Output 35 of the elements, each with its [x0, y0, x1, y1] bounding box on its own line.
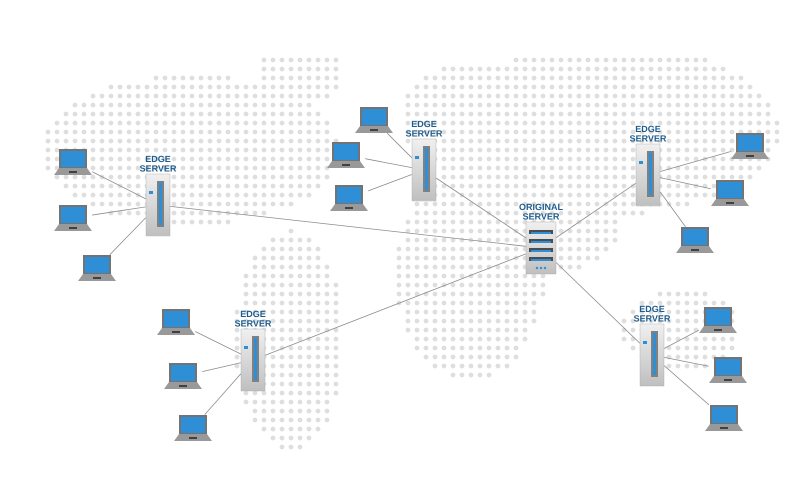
connector-line [660, 191, 686, 228]
laptop-icon [330, 185, 368, 211]
connector-line [660, 177, 712, 190]
connector-line [664, 330, 700, 349]
connector-line [92, 171, 146, 200]
laptop-icon [709, 357, 747, 383]
laptop-icon [711, 180, 749, 206]
laptop-icon [78, 255, 116, 281]
connector-line [194, 331, 242, 354]
connector-line [109, 217, 146, 256]
laptop-icon [705, 405, 743, 431]
connector-line [264, 253, 526, 356]
connector-line [92, 206, 146, 216]
laptop-icon [699, 307, 737, 333]
laptop-icon [174, 415, 212, 441]
laptop-icon [54, 149, 92, 175]
laptop-icon [731, 133, 769, 159]
connector-line [556, 262, 640, 344]
connector-line [202, 362, 242, 372]
connector-line [386, 132, 412, 158]
laptop-icon [157, 309, 195, 335]
laptop-icon [676, 227, 714, 253]
connector-line [204, 373, 242, 416]
connector-line [660, 151, 732, 172]
connector-line [436, 178, 526, 238]
laptop-icon [54, 205, 92, 231]
connector-line [664, 357, 710, 367]
connector-line [170, 206, 526, 247]
laptop-icon [164, 363, 202, 389]
connector-line [364, 158, 412, 168]
laptop-icon [327, 142, 365, 168]
connector-line [556, 182, 636, 238]
connector-line [664, 365, 710, 406]
connector-line [368, 174, 412, 192]
laptop-icon [355, 107, 393, 133]
